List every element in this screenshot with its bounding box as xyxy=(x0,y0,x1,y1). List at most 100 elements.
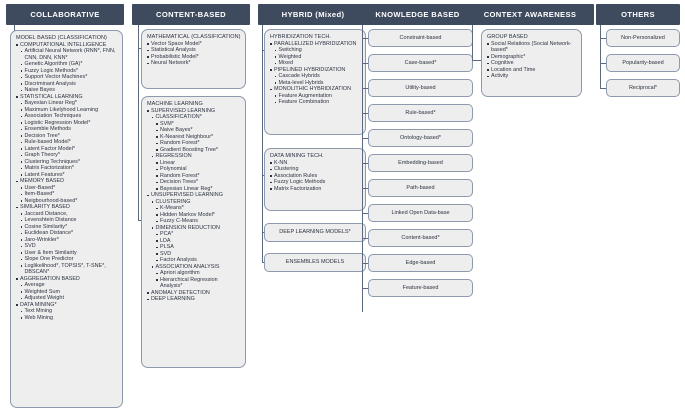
leaf-label: Feature-based xyxy=(402,284,439,291)
box-label: ENSEMBLES MODELS xyxy=(285,259,345,266)
list-item: SUPERVISED LEARNING xyxy=(147,108,241,115)
connector-line xyxy=(362,38,369,39)
leaf-label: Rule-based* xyxy=(405,109,436,116)
list-item: Fuzzy Logic Methods* xyxy=(20,68,119,75)
list-item: User & Item Similarity xyxy=(20,250,119,257)
leaf-reciprocal: Reciprocal* xyxy=(606,79,680,97)
list-item: SVD xyxy=(20,243,119,250)
list-item: Weighted Sum xyxy=(20,289,119,296)
list-item: Naive Bayes* xyxy=(156,127,241,134)
list-item: COMPUTATIONAL INTELLIGENCE xyxy=(16,42,118,49)
list-item: Graph Theory* xyxy=(20,152,119,159)
list-item: Feature Combination xyxy=(274,99,362,106)
list-item: SVM* xyxy=(156,121,241,128)
list-item: PCA* xyxy=(156,231,241,238)
item-list: K-NN Clustering Association Rules Fuzzy … xyxy=(270,160,361,193)
list-item: MEMORY BASED xyxy=(16,178,118,185)
list-item: Mixed xyxy=(274,60,362,67)
list-item: Feature Augmentation xyxy=(274,93,362,100)
leaf-path-based: Path-based xyxy=(368,179,473,197)
connector-line xyxy=(262,25,263,263)
list-item: Fuzzy Logic Methods xyxy=(270,179,361,186)
list-item: Statistical Analysis xyxy=(147,47,241,54)
list-item: Association Rules xyxy=(270,173,361,180)
list-item: DEEP LEARNING xyxy=(147,296,241,303)
leaf-rule-based: Rule-based* xyxy=(368,104,473,122)
connector-line xyxy=(362,263,369,264)
list-item: STATISTICAL LEARNING xyxy=(16,94,118,101)
list-item: Loglikelihood*, TOPSIS*, T-SNE*, DBSCAN* xyxy=(20,263,119,276)
leaf-label: Linked Open Data-base xyxy=(391,209,450,216)
list-item: Switching xyxy=(274,47,362,54)
list-item: Levenshtein Distance xyxy=(20,217,119,224)
box-machine-learning: MACHINE LEARNING SUPERVISED LEARNING CLA… xyxy=(141,96,246,368)
list-item: Slope One Predictor xyxy=(20,256,119,263)
column-header-content-based: CONTENT-BASED xyxy=(132,4,250,25)
column-header-others: OTHERS xyxy=(596,4,680,25)
leaf-label: Ontology-based* xyxy=(400,134,441,141)
connector-line xyxy=(472,60,482,61)
connector-line xyxy=(362,213,369,214)
list-item: AGGREGATION BASED xyxy=(16,276,118,283)
list-item: Rule-based Model* xyxy=(20,139,119,146)
list-item: ANOMALY DETECTION xyxy=(147,290,241,297)
list-item: Social Relations (Social Network-based* xyxy=(487,41,577,54)
list-item: Vector Space Model* xyxy=(147,41,241,48)
list-item: Decision Tree* xyxy=(20,133,119,140)
leaf-label: Case-based* xyxy=(404,59,437,66)
connector-line xyxy=(362,238,369,239)
list-item: Neigbourhood-based* xyxy=(20,198,119,205)
box-mathematical: MATHEMATICAL (CLASSIFICATION) Vector Spa… xyxy=(141,29,246,89)
list-item: Neural Network* xyxy=(147,60,241,67)
list-item: Jaccard Distance, xyxy=(20,211,119,218)
list-item: UNSUPERVISED LEARNING xyxy=(147,192,241,199)
list-item: CLASSIFICATION* xyxy=(151,114,242,121)
list-item: Linear xyxy=(156,160,241,167)
list-item: Cascade Hybrids xyxy=(274,73,362,80)
list-item: Matrix Factorization* xyxy=(20,165,119,172)
list-item: Hidden Markov Model* xyxy=(156,212,241,219)
list-item: Clustering Techniques* xyxy=(20,159,119,166)
column-header-hybrid: HYBRID (Mixed) xyxy=(258,4,368,25)
leaf-content-based: Content-based* xyxy=(368,229,473,247)
list-item: Hierarchical Regression Analysis* xyxy=(156,277,241,290)
box-data-mining-tech: DATA MINING TECH. K-NN Clustering Associ… xyxy=(264,148,366,211)
column-header-label: CONTEXT AWARENESS xyxy=(483,10,577,19)
connector-line xyxy=(362,138,369,139)
list-item: Ensemble Methods xyxy=(20,126,119,133)
list-item: Maximum Likelyhood Learning xyxy=(20,107,119,114)
box-model-based: MODEL BASED (CLASSIFICATION) COMPUTATION… xyxy=(10,30,123,408)
list-item: Latent Factor Model* xyxy=(20,146,119,153)
leaf-feature-based: Feature-based xyxy=(368,279,473,297)
list-item: Fuzzy C-Means xyxy=(156,218,241,225)
list-item: Support Vector Machines* xyxy=(20,74,119,81)
leaf-case-based: Case-based* xyxy=(368,54,473,72)
column-header-label: CONTENT-BASED xyxy=(156,10,226,19)
list-item: Artificial Neural Network (RNN*, FNN, CN… xyxy=(20,48,119,61)
connector-line xyxy=(472,25,473,61)
list-item: CLUSTERING xyxy=(151,199,242,206)
list-item: ASSOCIATION ANALYSIS xyxy=(151,264,242,271)
leaf-label: Embedding-based xyxy=(398,159,443,166)
list-item: PLSA xyxy=(156,244,241,251)
leaf-constraint-based: Constraint-based xyxy=(368,29,473,47)
list-item: Average xyxy=(20,282,119,289)
column-header-knowledge-based: KNOWLEDGE BASED xyxy=(355,4,480,25)
box-title: GROUP BASED xyxy=(487,33,528,40)
list-item: MONOLITHIC HYBRIDIZATION xyxy=(270,86,361,93)
list-item: Logistic Regression Model* xyxy=(20,120,119,127)
box-ensembles-models: ENSEMBLES MODELS xyxy=(264,253,366,272)
connector-line xyxy=(362,288,369,289)
list-item: Bayesian Linear Reg* xyxy=(156,186,241,193)
list-item: Location and Time xyxy=(487,67,577,74)
list-item: SIMILARITY BASED xyxy=(16,204,118,211)
connector-line xyxy=(600,25,601,88)
leaf-edge-based: Edge-based xyxy=(368,254,473,272)
leaf-popularity-based: Popularity-based xyxy=(606,54,680,72)
item-list: Vector Space Model* Statistical Analysis… xyxy=(147,41,241,67)
list-item: Web Mining xyxy=(20,315,119,322)
leaf-label: Popularity-based xyxy=(622,59,664,66)
box-title: MODEL BASED (CLASSIFICATION) xyxy=(16,34,107,41)
list-item: Jaro-Wrinkler* xyxy=(20,237,119,244)
list-item: Cosine Similarity* xyxy=(20,224,119,231)
